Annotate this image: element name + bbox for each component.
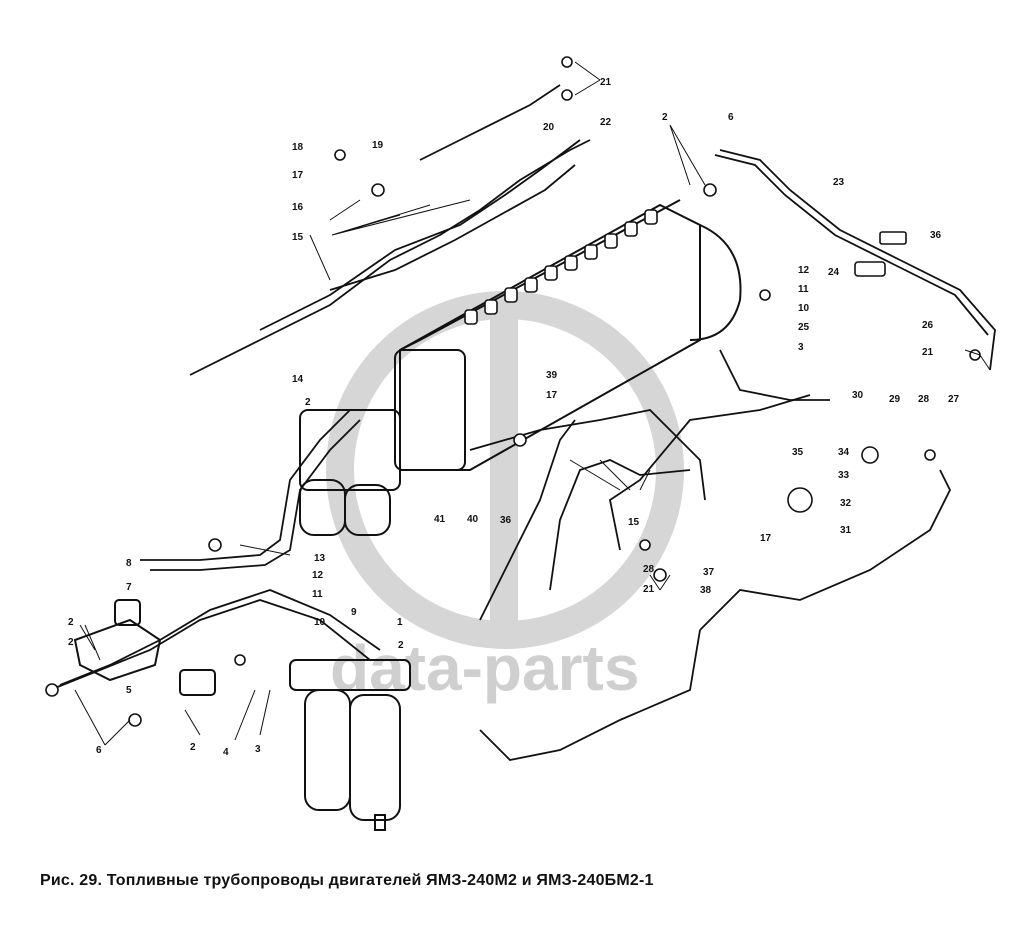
callout-4: 4 [223,747,229,758]
callout-20: 20 [543,122,555,133]
callout-24: 24 [828,267,840,278]
fine-fuel-filter [289,659,411,831]
callout-2b: 2 [305,397,311,408]
callout-13: 13 [314,553,326,564]
callout-2c: 2 [398,640,404,651]
callout-36: 36 [930,230,942,241]
fuel-lines-diagram: data-parts [45,56,996,831]
callout-35: 35 [792,447,804,458]
callout-2: 2 [662,112,668,123]
callout-6b: 6 [96,745,102,756]
callout-41: 41 [434,514,446,525]
leader-lines [74,61,991,746]
callout-22: 22 [600,117,612,128]
callout-21c: 21 [643,584,655,595]
callout-16: 16 [292,202,304,213]
callout-28: 28 [918,394,930,405]
callout-1: 1 [397,617,403,628]
bolts-and-fittings [45,56,981,727]
callout-6: 6 [728,112,734,123]
callout-23: 23 [833,177,845,188]
callout-12b: 12 [312,570,324,581]
figure-caption: Рис. 29. Топливные трубопроводы двигател… [40,872,654,889]
callout-21: 21 [600,77,612,88]
callout-9: 9 [351,607,357,618]
callout-2d: 2 [68,617,74,628]
callout-19: 19 [372,140,384,151]
callout-25: 25 [798,322,810,333]
callout-18: 18 [292,142,304,153]
callout-14: 14 [292,374,304,385]
callout-5: 5 [126,685,132,696]
callout-15: 15 [292,232,304,243]
callout-7: 7 [126,582,132,593]
callout-39: 39 [546,370,558,381]
watermark-text: data-parts [330,632,639,704]
callout-28b: 28 [643,564,655,575]
callout-3: 3 [798,342,804,353]
callout-29: 29 [889,394,901,405]
callout-21b: 21 [922,347,934,358]
callout-10b: 10 [314,617,326,628]
callout-34: 34 [838,447,850,458]
callout-31: 31 [840,525,852,536]
callout-labels: 21 20 22 2 6 23 36 24 12 11 10 25 3 26 2… [68,77,960,758]
low-pressure-fuel-lines [49,409,952,761]
callout-40: 40 [467,514,479,525]
callout-8: 8 [126,558,132,569]
callout-15b: 15 [628,517,640,528]
callout-11: 11 [798,284,809,295]
callout-17c: 17 [760,533,772,544]
callout-37: 37 [703,567,715,578]
watermark: data-parts [326,291,684,704]
callout-38: 38 [700,585,712,596]
callout-2e: 2 [68,637,74,648]
callout-17b: 17 [546,390,558,401]
pump-outlet-fittings [464,209,658,325]
callout-32: 32 [840,498,852,509]
priming-pump [73,599,216,696]
callout-12: 12 [798,265,810,276]
callout-11b: 11 [312,589,323,600]
coarse-fuel-filter [299,409,401,536]
callout-26: 26 [922,320,934,331]
callout-3b: 3 [255,744,261,755]
callout-36b: 36 [500,515,512,526]
callout-30: 30 [852,390,864,401]
callout-17: 17 [292,170,304,181]
callout-2f: 2 [190,742,196,753]
callout-27: 27 [948,394,960,405]
drain-line [419,84,996,371]
callout-33: 33 [838,470,850,481]
high-pressure-fuel-lines [189,139,830,621]
callout-10: 10 [798,303,810,314]
